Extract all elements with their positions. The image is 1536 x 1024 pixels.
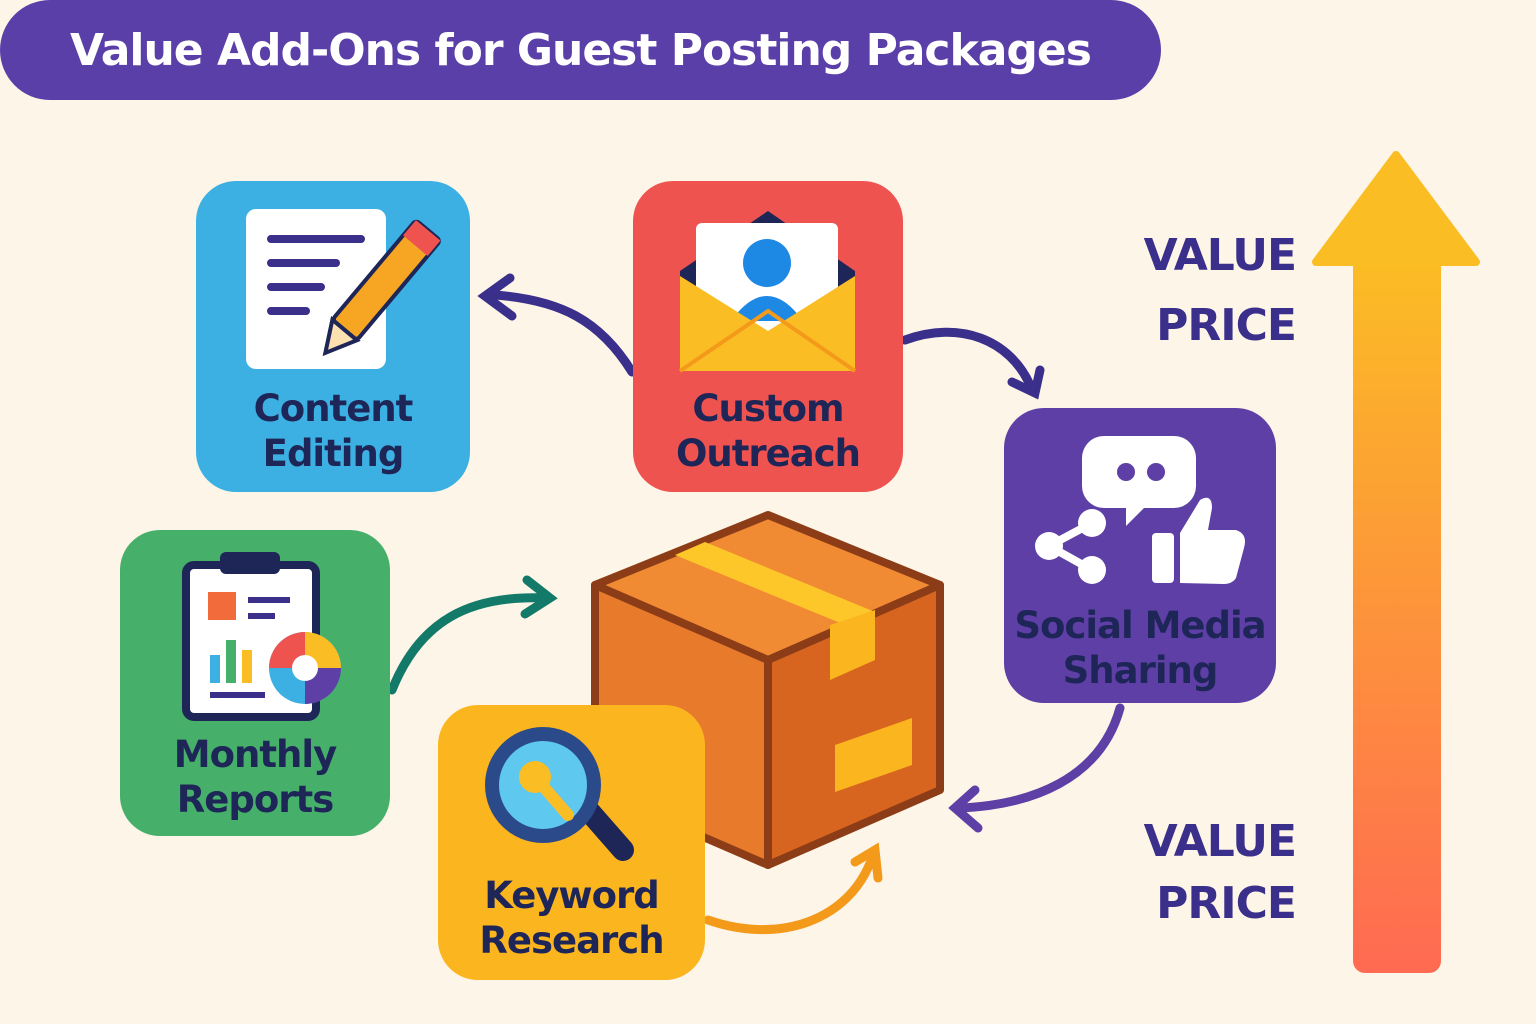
arrow-outreach-to-editing xyxy=(490,290,637,377)
clipboard-report-icon xyxy=(182,552,341,721)
value-price-arrow xyxy=(1312,151,1480,973)
title-banner: Value Add-Ons for Guest Posting Packages xyxy=(0,0,1161,100)
magnifier-icon xyxy=(485,727,634,861)
envelope-contact-icon xyxy=(678,211,857,373)
scale-top-value: VALUE xyxy=(1143,230,1297,281)
scale-top-price: PRICE xyxy=(1156,300,1297,351)
scale-bottom-price: PRICE xyxy=(1156,878,1297,929)
scale-bottom-value: VALUE xyxy=(1143,816,1297,867)
social-share-like-icon xyxy=(1035,436,1245,584)
arrow-social-to-package xyxy=(955,703,1125,813)
document-pencil-icon xyxy=(246,209,441,369)
arrow-outreach-to-social xyxy=(900,327,1035,390)
arrow-keyword-to-package xyxy=(703,853,877,935)
arrow-reports-to-package xyxy=(387,593,550,695)
